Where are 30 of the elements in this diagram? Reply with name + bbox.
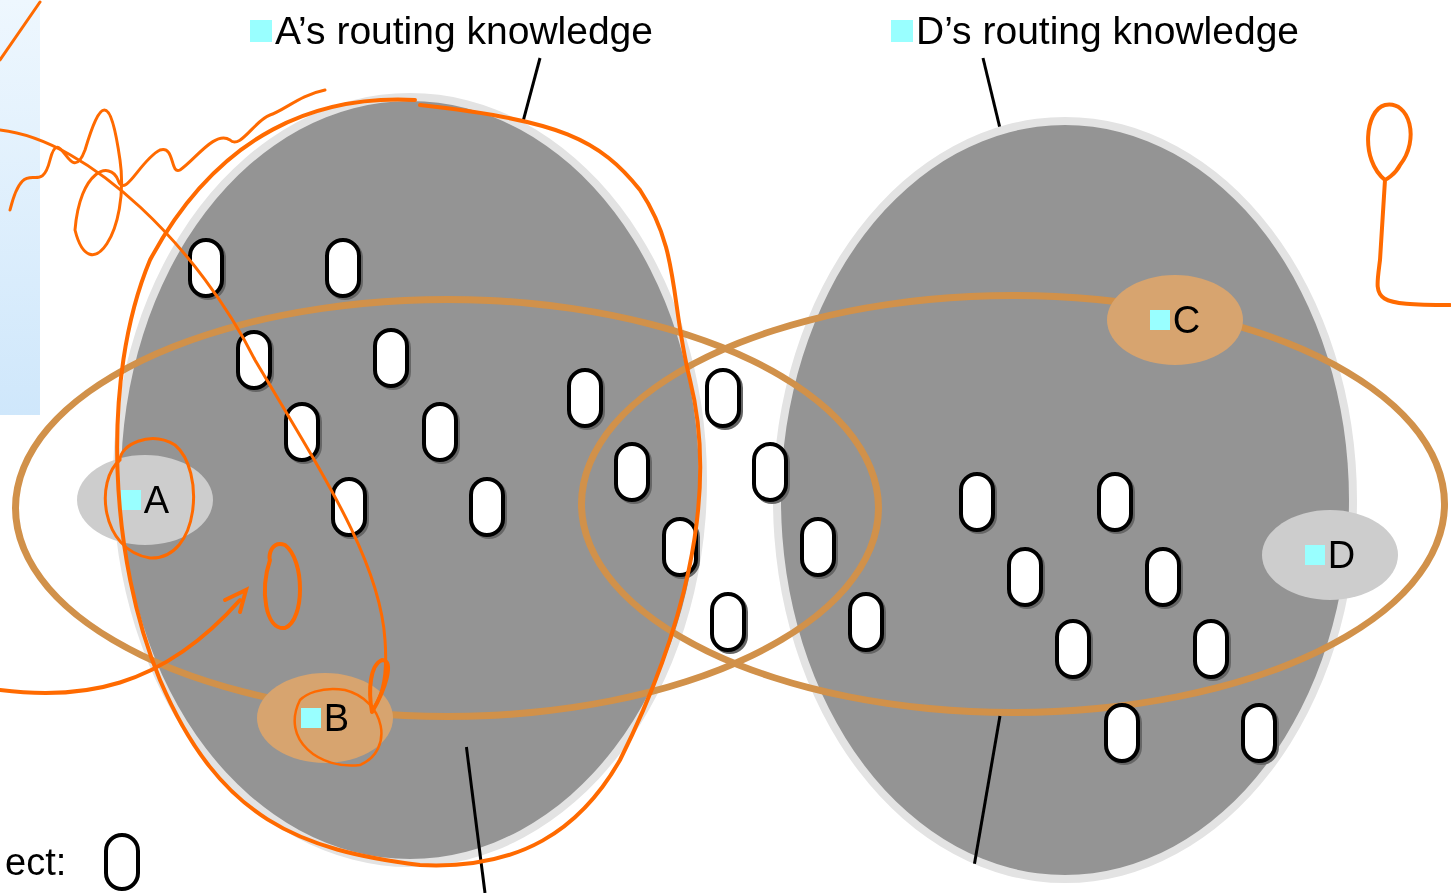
object-pill	[705, 368, 741, 428]
object-pill	[752, 442, 788, 502]
heading-label: D’s routing knowledge	[916, 10, 1299, 53]
heading-label: A’s routing knowledge	[275, 10, 653, 53]
object-pill	[1104, 703, 1140, 763]
node-letter: B	[323, 696, 350, 740]
object-pill	[567, 368, 603, 428]
object-pill	[1241, 703, 1277, 763]
node-letter: A	[143, 478, 170, 522]
object-pill	[1145, 547, 1181, 607]
object-pill	[373, 328, 409, 388]
object-pill	[848, 592, 884, 652]
object-pill	[188, 238, 224, 298]
leader-line	[981, 57, 1002, 127]
leader-line	[464, 746, 487, 893]
node-letter: C	[1172, 298, 1201, 342]
node-letter: D	[1327, 533, 1356, 577]
object-pill	[1007, 547, 1043, 607]
object-pill	[1055, 619, 1091, 679]
object-pill	[469, 477, 505, 537]
object-pill	[800, 517, 836, 577]
object-pill	[959, 472, 995, 532]
object-pill	[325, 238, 361, 298]
leader-line	[973, 715, 1002, 865]
object-pill	[1193, 619, 1229, 679]
object-pill	[1097, 472, 1133, 532]
legend-label: ect:	[5, 840, 67, 884]
object-pill	[710, 592, 746, 652]
object-pill	[614, 442, 650, 502]
object-pill	[422, 402, 458, 462]
